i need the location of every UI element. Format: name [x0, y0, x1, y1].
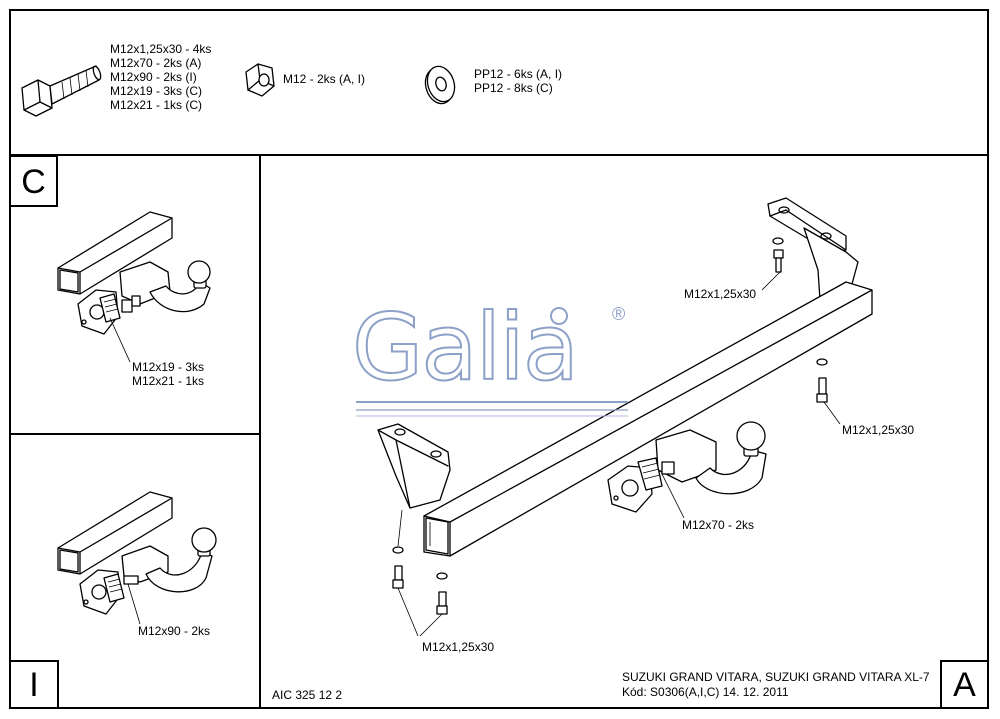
bolt-spec-line: M12x1,25x30 - 4ks — [110, 42, 212, 56]
code-date: Kód: S0306(A,I,C) 14. 12. 2011 — [622, 685, 789, 699]
panel-c-callout-line: M12x21 - 1ks — [132, 374, 205, 388]
washer-spec-line: PP12 - 8ks (C) — [474, 81, 553, 95]
panel-i-towbar-drawing — [57, 491, 217, 625]
registered-mark: ® — [612, 304, 626, 324]
panel-c-label: C — [9, 155, 58, 207]
bolt-spec-line: M12x21 - 1ks (C) — [110, 98, 203, 112]
left-column-divider — [259, 155, 261, 709]
bolt-spec-line: M12x70 - 2ks (A) — [110, 56, 202, 70]
washer-icon — [424, 65, 456, 105]
drawing-sheet — [9, 9, 989, 709]
nut-icon — [245, 63, 275, 97]
panel-c-callout-line: M12x19 - 3ks — [132, 360, 205, 374]
panel-i-label: I — [9, 660, 59, 709]
panel-a-callout-right: M12x1,25x30 — [842, 423, 915, 437]
left-column-split — [9, 433, 260, 435]
vehicle-title: SUZUKI GRAND VITARA, SUZUKI GRAND VITARA… — [622, 670, 930, 684]
galia-logo: Galia ® — [351, 294, 642, 401]
panel-a-towbar-drawing — [377, 197, 873, 637]
doc-number: AIC 325 12 2 — [272, 688, 343, 702]
panel-a-callout-ball: M12x70 - 2ks — [682, 518, 755, 532]
washer-spec-line: PP12 - 6ks (A, I) — [474, 67, 563, 81]
top-divider — [9, 154, 989, 156]
panel-a-label: A — [940, 660, 989, 709]
bolt-icon — [21, 65, 102, 117]
logo-text: Galia — [351, 294, 580, 401]
logo-rules — [356, 307, 628, 417]
panel-c-towbar-drawing — [57, 211, 211, 363]
panel-a-callout-bottom: M12x1,25x30 — [422, 640, 495, 654]
nut-spec: M12 - 2ks (A, I) — [283, 72, 366, 86]
panel-i-callout: M12x90 - 2ks — [138, 624, 211, 638]
bolt-spec-line: M12x19 - 3ks (C) — [110, 84, 203, 98]
bolt-spec-line: M12x90 - 2ks (I) — [110, 70, 197, 84]
panel-a-callout-top: M12x1,25x30 — [684, 287, 757, 301]
